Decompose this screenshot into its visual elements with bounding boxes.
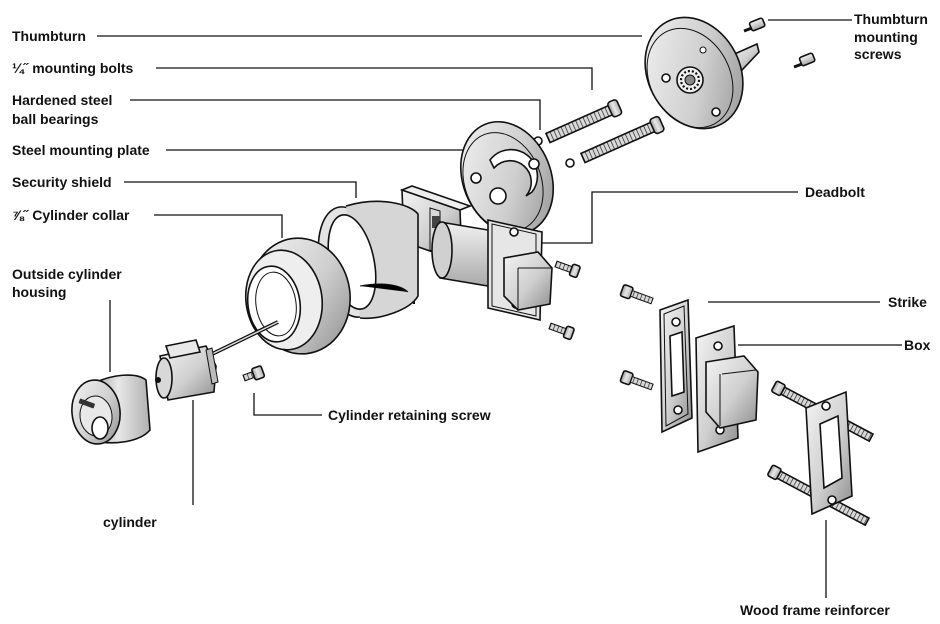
label-outside-housing-line1: Outside cylinder bbox=[12, 266, 122, 282]
cylinder-part bbox=[155, 320, 279, 401]
outside-cylinder-housing bbox=[71, 374, 151, 445]
strike-box bbox=[695, 324, 759, 454]
label-thumbturn-screws-line2: mounting bbox=[854, 29, 918, 45]
thumbturn-mounting-screw-1 bbox=[743, 17, 766, 33]
label-cylinder-collar: ⅞˝ Cylinder collar bbox=[12, 207, 130, 223]
label-mounting-bolts: ¼˝ mounting bolts bbox=[12, 60, 134, 76]
strike-plate bbox=[659, 298, 693, 434]
label-retaining-screw: Cylinder retaining screw bbox=[328, 407, 491, 423]
label-thumbturn-screws-line3: screws bbox=[854, 46, 902, 62]
strike-screw-1 bbox=[619, 284, 654, 305]
label-box: Box bbox=[904, 337, 931, 353]
leader-lines bbox=[97, 19, 902, 598]
mounting-bolt-2 bbox=[579, 115, 665, 164]
label-thumbturn-screws-line1: Thumbturn bbox=[854, 11, 928, 27]
steel-mounting-plate bbox=[459, 120, 555, 236]
thumbturn-mounting-screw-2 bbox=[793, 52, 816, 69]
part-labels: Thumbturn ¼˝ mounting bolts Hardened ste… bbox=[12, 11, 931, 618]
label-ball-bearings-line2: ball bearings bbox=[12, 111, 99, 127]
wood-frame-reinforcer bbox=[767, 380, 875, 527]
deadbolt-screw-1 bbox=[554, 260, 581, 279]
label-strike: Strike bbox=[888, 294, 927, 310]
mounting-bolt-1 bbox=[544, 99, 623, 144]
deadbolt-screw-2 bbox=[548, 322, 575, 341]
label-security-shield: Security shield bbox=[12, 174, 112, 190]
label-cylinder: cylinder bbox=[103, 514, 157, 530]
label-thumbturn: Thumbturn bbox=[12, 28, 86, 44]
label-wood-frame-reinforcer: Wood frame reinforcer bbox=[740, 602, 890, 618]
strike-screw-2 bbox=[619, 370, 654, 391]
label-outside-housing-line2: housing bbox=[12, 284, 66, 300]
label-mounting-plate: Steel mounting plate bbox=[12, 142, 150, 158]
label-ball-bearings-line1: Hardened steel bbox=[12, 92, 112, 108]
label-deadbolt: Deadbolt bbox=[805, 184, 865, 200]
cylinder-retaining-screw bbox=[242, 365, 266, 382]
thumbturn-part bbox=[644, 16, 760, 130]
